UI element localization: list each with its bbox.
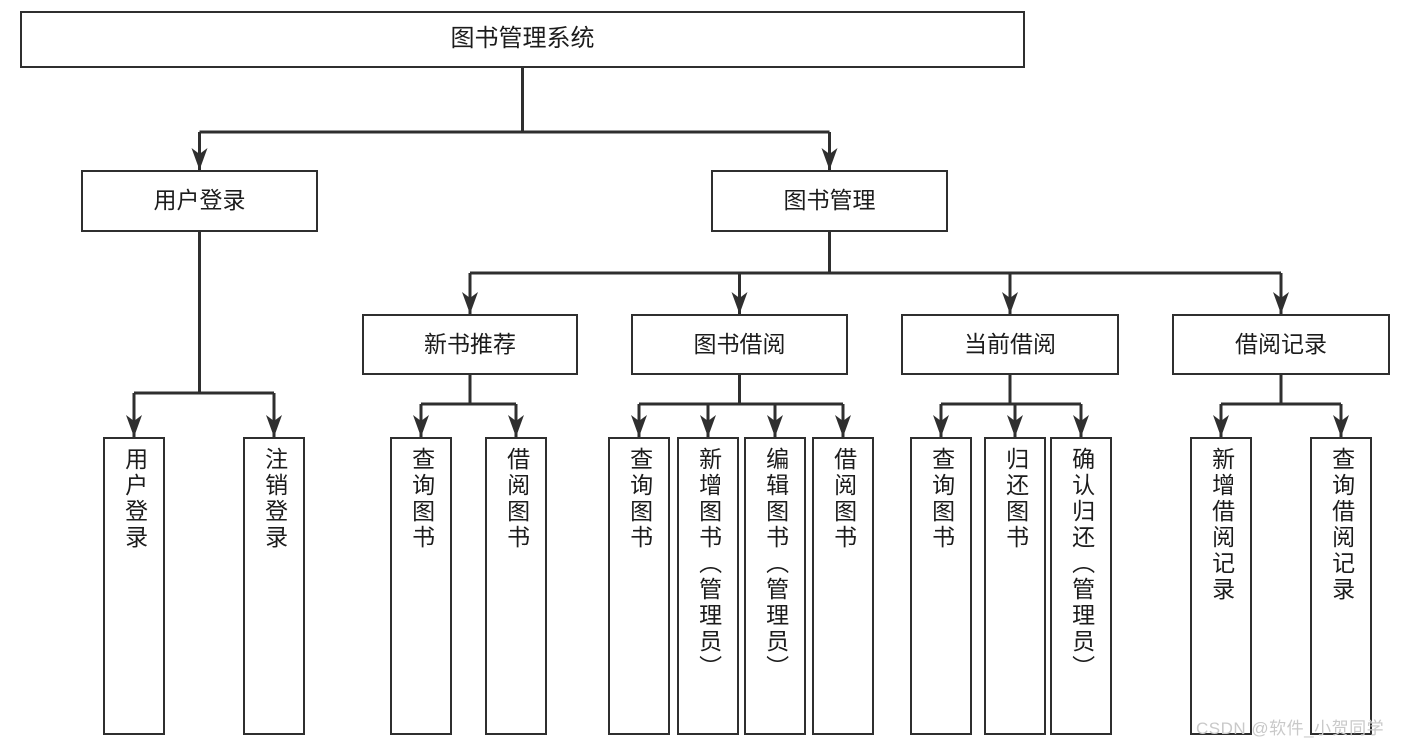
node-leaf-query-book-a[interactable]: 查询图书 [390, 437, 452, 735]
node-leaf-query-book-b[interactable]: 查询图书 [608, 437, 670, 735]
node-leaf-query-book-c[interactable]: 查询图书 [910, 437, 972, 735]
node-label: 查询图书 [408, 447, 435, 551]
node-label: 借阅记录 [1235, 330, 1327, 357]
node-leaf-add-record[interactable]: 新增借阅记录 [1190, 437, 1252, 735]
node-leaf-return-book[interactable]: 归还图书 [984, 437, 1046, 735]
node-leaf-confirm-return[interactable]: 确认归还（管理员） [1050, 437, 1112, 735]
node-label: 归还图书 [1002, 447, 1029, 551]
node-label: 用户登录 [153, 187, 246, 214]
arrowhead-icon [1007, 415, 1023, 437]
node-label: 图书管理 [783, 187, 876, 214]
node-label: 图书管理系统 [450, 25, 595, 53]
node-l2-book-manage[interactable]: 图书管理 [711, 170, 948, 232]
node-label: 查询图书 [626, 447, 653, 551]
node-leaf-add-book[interactable]: 新增图书（管理员） [677, 437, 739, 735]
arrowhead-icon [767, 415, 783, 437]
arrowhead-icon [631, 415, 647, 437]
node-leaf-user-login[interactable]: 用户登录 [103, 437, 165, 735]
arrowhead-icon [1002, 292, 1018, 314]
node-label: 借阅图书 [830, 447, 857, 551]
node-l3-current[interactable]: 当前借阅 [901, 314, 1119, 375]
node-l3-borrow[interactable]: 图书借阅 [631, 314, 848, 375]
arrowhead-icon [1273, 292, 1289, 314]
node-leaf-query-record[interactable]: 查询借阅记录 [1310, 437, 1372, 735]
arrowhead-icon [462, 292, 478, 314]
arrowhead-icon [1333, 415, 1349, 437]
arrowhead-icon [933, 415, 949, 437]
node-leaf-edit-book[interactable]: 编辑图书（管理员） [744, 437, 806, 735]
node-label: 新增图书（管理员） [695, 447, 722, 681]
arrowhead-icon [1073, 415, 1089, 437]
node-label: 新增借阅记录 [1208, 447, 1235, 603]
arrowhead-icon [413, 415, 429, 437]
node-label: 查询图书 [928, 447, 955, 551]
node-label: 用户登录 [121, 447, 148, 551]
arrowhead-icon [835, 415, 851, 437]
node-label: 当前借阅 [964, 330, 1056, 357]
node-l3-new-book[interactable]: 新书推荐 [362, 314, 578, 375]
node-label: 确认归还（管理员） [1068, 447, 1095, 681]
node-label: 图书借阅 [693, 330, 786, 357]
arrowhead-icon [266, 415, 282, 437]
node-leaf-logout[interactable]: 注销登录 [243, 437, 305, 735]
node-leaf-borrow-book-a[interactable]: 借阅图书 [485, 437, 547, 735]
node-label: 借阅图书 [503, 447, 530, 551]
csdn-watermark: CSDN @软件_小贺同学 [1196, 719, 1385, 738]
arrowhead-icon [1213, 415, 1229, 437]
node-leaf-borrow-book-b[interactable]: 借阅图书 [812, 437, 874, 735]
arrowhead-icon [700, 415, 716, 437]
node-l3-record[interactable]: 借阅记录 [1172, 314, 1390, 375]
node-label: 新书推荐 [424, 330, 516, 357]
node-label: 编辑图书（管理员） [762, 447, 789, 681]
arrowhead-icon [731, 292, 748, 314]
arrowhead-icon [821, 148, 838, 170]
arrowhead-icon [126, 415, 142, 437]
node-label: 注销登录 [261, 447, 288, 551]
node-l2-user-login[interactable]: 用户登录 [81, 170, 318, 232]
arrowhead-icon [508, 415, 524, 437]
arrowhead-icon [191, 148, 208, 170]
node-label: 查询借阅记录 [1328, 447, 1355, 603]
node-root[interactable]: 图书管理系统 [20, 11, 1025, 68]
